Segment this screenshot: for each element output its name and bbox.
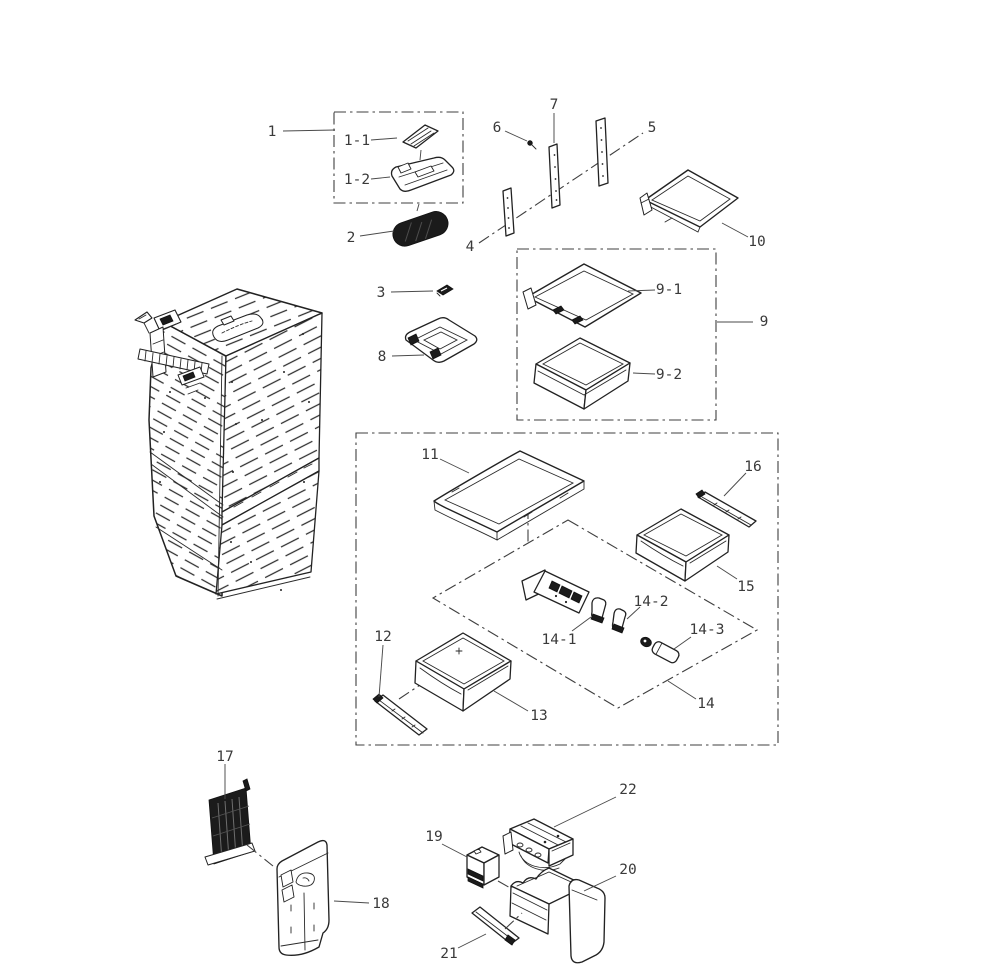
- part-11-shelf: [433, 450, 585, 541]
- callout-11: 11: [421, 447, 438, 463]
- part-8-tray: [404, 317, 478, 363]
- callout-16: 16: [744, 459, 761, 475]
- part-1-2-dispenser: [390, 156, 455, 192]
- callout-10: 10: [748, 234, 765, 250]
- part-21-trim-strip: [471, 906, 523, 946]
- callout-6: 6: [493, 120, 502, 136]
- part-axis-line: [478, 132, 644, 244]
- callout-14-1: 14-1: [542, 632, 577, 648]
- callout-13: 13: [530, 708, 547, 724]
- part-9-assembly-box: [516, 248, 717, 421]
- part-17-evaporator: [204, 778, 256, 866]
- part-1-assembly-box: [333, 111, 464, 212]
- callout-14-3: 14-3: [690, 622, 725, 638]
- part-cabinet: [134, 288, 323, 600]
- part-12-rail: [372, 693, 428, 736]
- callout-2: 2: [347, 230, 356, 246]
- part-22-icemaker: [502, 818, 574, 871]
- callout-17: 17: [216, 749, 233, 765]
- part-6-screw: [527, 140, 537, 150]
- part-1-1-keypad: [402, 124, 439, 161]
- callout-8: 8: [378, 349, 387, 365]
- part-15-drawer: [635, 508, 730, 582]
- callout-21: 21: [440, 946, 457, 962]
- callout-3: 3: [377, 285, 386, 301]
- leader-lines: [224, 113, 753, 949]
- callout-9-1: 9-1: [656, 282, 682, 298]
- part-5-rail: [595, 117, 609, 187]
- callout-1-2: 1-2: [344, 172, 370, 188]
- part-9-1-shelf: [522, 263, 642, 328]
- part-13-drawer: [414, 632, 512, 712]
- callout-14: 14: [697, 696, 715, 712]
- part-19-bracket: [466, 846, 513, 890]
- callout-5: 5: [648, 120, 657, 136]
- callout-19: 19: [425, 829, 442, 845]
- part-4-rail: [502, 187, 515, 237]
- callout-14-2: 14-2: [634, 594, 669, 610]
- callout-18: 18: [372, 896, 389, 912]
- part-14-1-control-board: [521, 569, 590, 614]
- part-14-cover-small: [590, 597, 607, 624]
- part-9-2-drawer: [533, 337, 631, 410]
- part-3-clip: [436, 284, 454, 297]
- part-2-grille: [392, 211, 449, 247]
- part-20-ice-bucket: [509, 867, 606, 964]
- part-18-evap-cover: [246, 839, 330, 956]
- part-7-rail: [548, 143, 561, 209]
- callout-1: 1: [268, 124, 277, 140]
- callout-22: 22: [619, 782, 636, 798]
- part-14-2-cover: [611, 608, 627, 634]
- callout-9-2: 9-2: [656, 367, 682, 383]
- callout-7: 7: [550, 97, 559, 113]
- callout-15: 15: [737, 579, 754, 595]
- callout-1-1: 1-1: [344, 133, 370, 149]
- callout-12: 12: [374, 629, 391, 645]
- part-10-shelf: [639, 169, 739, 233]
- callout-4: 4: [466, 239, 475, 255]
- callout-20: 20: [619, 862, 636, 878]
- callout-9: 9: [760, 314, 769, 330]
- part-14-3-lamp: [640, 636, 680, 664]
